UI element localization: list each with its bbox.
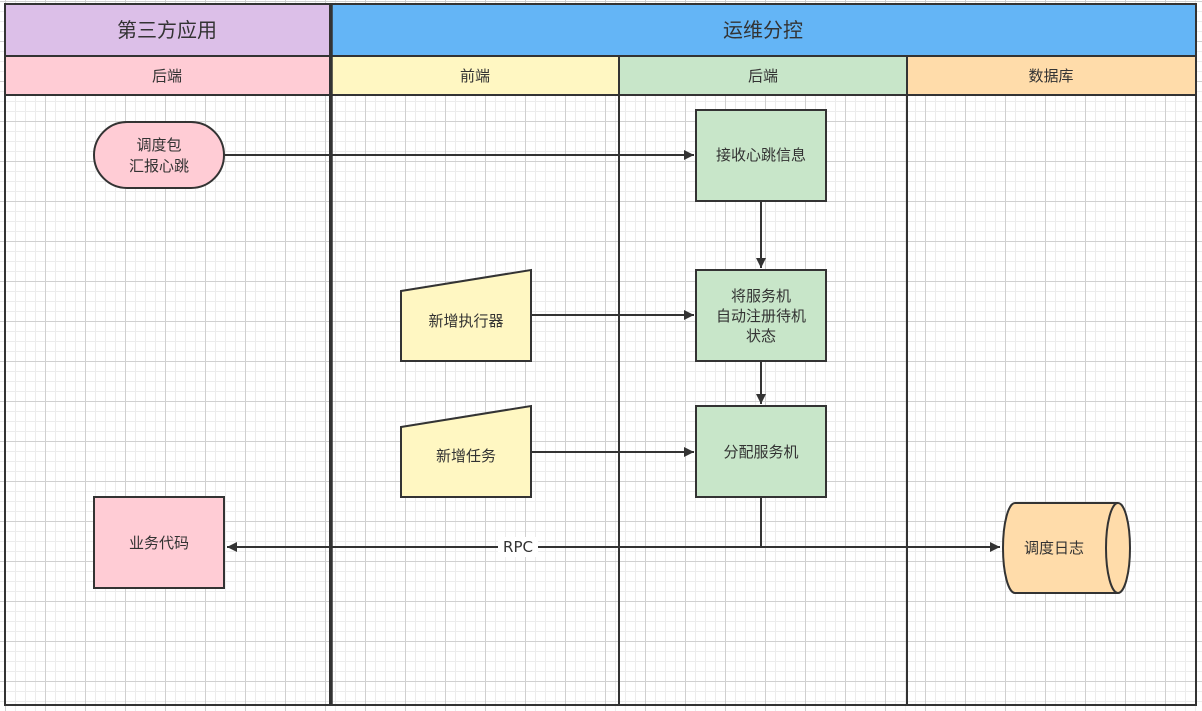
node-log-line-1: 调度日志 (1024, 539, 1084, 557)
node-add-executor[interactable]: 新增执行器 (400, 268, 532, 362)
node-biz-code-line-1: 业务代码 (129, 534, 189, 552)
node-heartbeat-line-2: 汇报心跳 (129, 157, 189, 175)
lane-title-frontend: 前端 (460, 67, 490, 85)
pool-header-ops (329, 3, 1197, 57)
lane-title-tp-backend: 后端 (152, 67, 182, 85)
lane-body-frontend (329, 94, 620, 706)
lane-header-database (906, 55, 1197, 96)
node-add-task-line-1: 新增任务 (436, 447, 496, 465)
node-register-line-3: 状态 (746, 327, 776, 345)
rpc-label: RPC (503, 538, 533, 556)
node-add-executor-shape (400, 268, 532, 362)
node-biz-code[interactable]: 业务代码 (93, 496, 225, 589)
node-log[interactable]: 调度日志 (1002, 502, 1131, 594)
node-assign-line-1: 分配服务机 (723, 443, 798, 461)
pool-title-third-party: 第三方应用 (117, 18, 217, 42)
node-log-cap (1105, 502, 1119, 594)
node-assign[interactable]: 分配服务机 (695, 405, 827, 498)
node-heartbeat[interactable]: 调度包 汇报心跳 (93, 121, 225, 189)
node-biz-code-shape (93, 496, 225, 589)
rpc-label-bg (498, 537, 538, 557)
pool-header-third-party (4, 3, 331, 57)
node-register[interactable]: 将服务机 自动注册待机 状态 (695, 269, 827, 362)
node-add-task-shape (400, 404, 532, 498)
node-receive-line-1: 接收心跳信息 (716, 146, 806, 164)
node-receive-shape (695, 109, 827, 202)
node-receive[interactable]: 接收心跳信息 (695, 109, 827, 202)
pool-title-ops: 运维分控 (723, 18, 803, 42)
node-register-line-1: 将服务机 (731, 287, 791, 305)
node-register-line-2: 自动注册待机 (716, 307, 806, 325)
lane-title-database: 数据库 (1028, 67, 1073, 85)
node-heartbeat-line-1: 调度包 (136, 136, 181, 154)
node-heartbeat-shape (93, 121, 225, 189)
node-add-executor-line-1: 新增执行器 (428, 312, 503, 330)
node-register-shape (695, 269, 827, 362)
node-assign-shape (695, 405, 827, 498)
node-add-task[interactable]: 新增任务 (400, 404, 532, 498)
lane-title-backend: 后端 (748, 67, 778, 85)
lane-body-database (906, 94, 1197, 706)
